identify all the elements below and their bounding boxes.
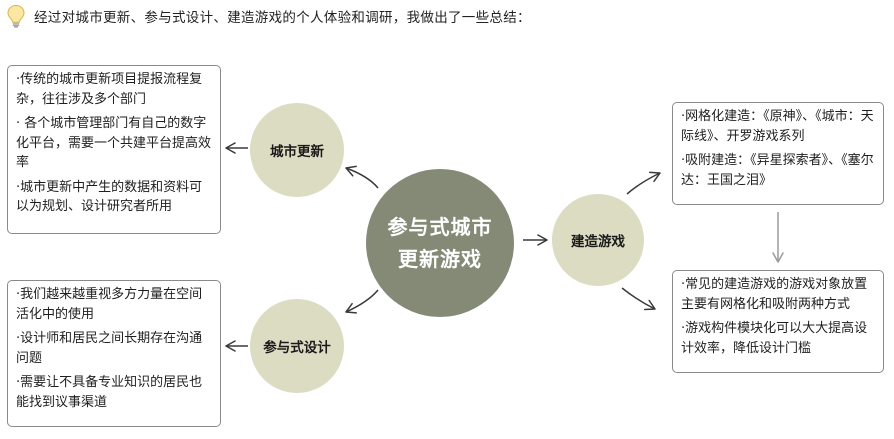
urban-renewal-note: ·传统的城市更新项目提报流程复杂，往往涉及多个部门 (16, 72, 203, 107)
building-game-summary-note: ·游戏构件模块化可以大大提高设计效率，降低设计门槛 (681, 321, 868, 356)
building-game-summary-notes: ·常见的建造游戏的游戏对象放置主要有网格化和吸附两种方式 ·游戏构件模块化可以大… (672, 270, 884, 373)
building-game-summary-note: ·常见的建造游戏的游戏对象放置主要有网格化和吸附两种方式 (681, 277, 868, 312)
arrow-center-to-urban-renewal (345, 165, 379, 189)
urban-renewal-label: 城市更新 (270, 144, 324, 160)
building-game-node: 建造游戏 (552, 194, 644, 286)
center-node: 参与式城市 更新游戏 (366, 169, 514, 317)
participatory-design-node: 参与式设计 (250, 299, 344, 393)
center-label: 参与式城市 更新游戏 (387, 215, 493, 271)
building-game-type-note: ·吸附建造：《异星探索者》、《塞尔达：王国之泪》 (681, 153, 874, 188)
participatory-design-notes: ·我们越来越重视多方力量在空间活化中的使用 ·设计师和居民之间长期存在沟通问题 … (7, 280, 221, 427)
lightbulb-icon (7, 4, 25, 28)
arrow-building-game-to-types (626, 171, 661, 195)
intro-text: 经过对城市更新、参与式设计、建造游戏的个人体验和调研，我做出了一些总结： (34, 10, 531, 26)
building-game-label: 建造游戏 (571, 234, 625, 250)
arrow-center-to-participatory-design (345, 289, 379, 314)
urban-renewal-note: ·城市更新中产生的数据和资料可以为规划、设计研究者所用 (16, 179, 203, 215)
participatory-design-label: 参与式设计 (263, 340, 331, 356)
building-game-type-note: ·网格化建造：《原神》、《城市：天际线》、开罗游戏系列 (681, 109, 874, 144)
participatory-design-note: ·需要让不具备专业知识的居民也能找到议事渠道 (16, 375, 203, 410)
urban-renewal-node: 城市更新 (250, 103, 344, 197)
arrow-building-game-to-summary (621, 287, 656, 311)
urban-renewal-note: · 各个城市管理部门有自己的数字化平台，需要一个共建平台提高效率 (16, 116, 212, 170)
intro-header: 经过对城市更新、参与式设计、建造游戏的个人体验和调研，我做出了一些总结： (6, 3, 531, 29)
participatory-design-note: ·设计师和居民之间长期存在沟通问题 (16, 331, 203, 366)
urban-renewal-notes: ·传统的城市更新项目提报流程复杂，往往涉及多个部门 · 各个城市管理部门有自己的… (7, 65, 221, 234)
building-game-types-notes: ·网格化建造：《原神》、《城市：天际线》、开罗游戏系列 ·吸附建造：《异星探索者… (672, 102, 884, 205)
participatory-design-note: ·我们越来越重视多方力量在空间活化中的使用 (16, 287, 203, 322)
